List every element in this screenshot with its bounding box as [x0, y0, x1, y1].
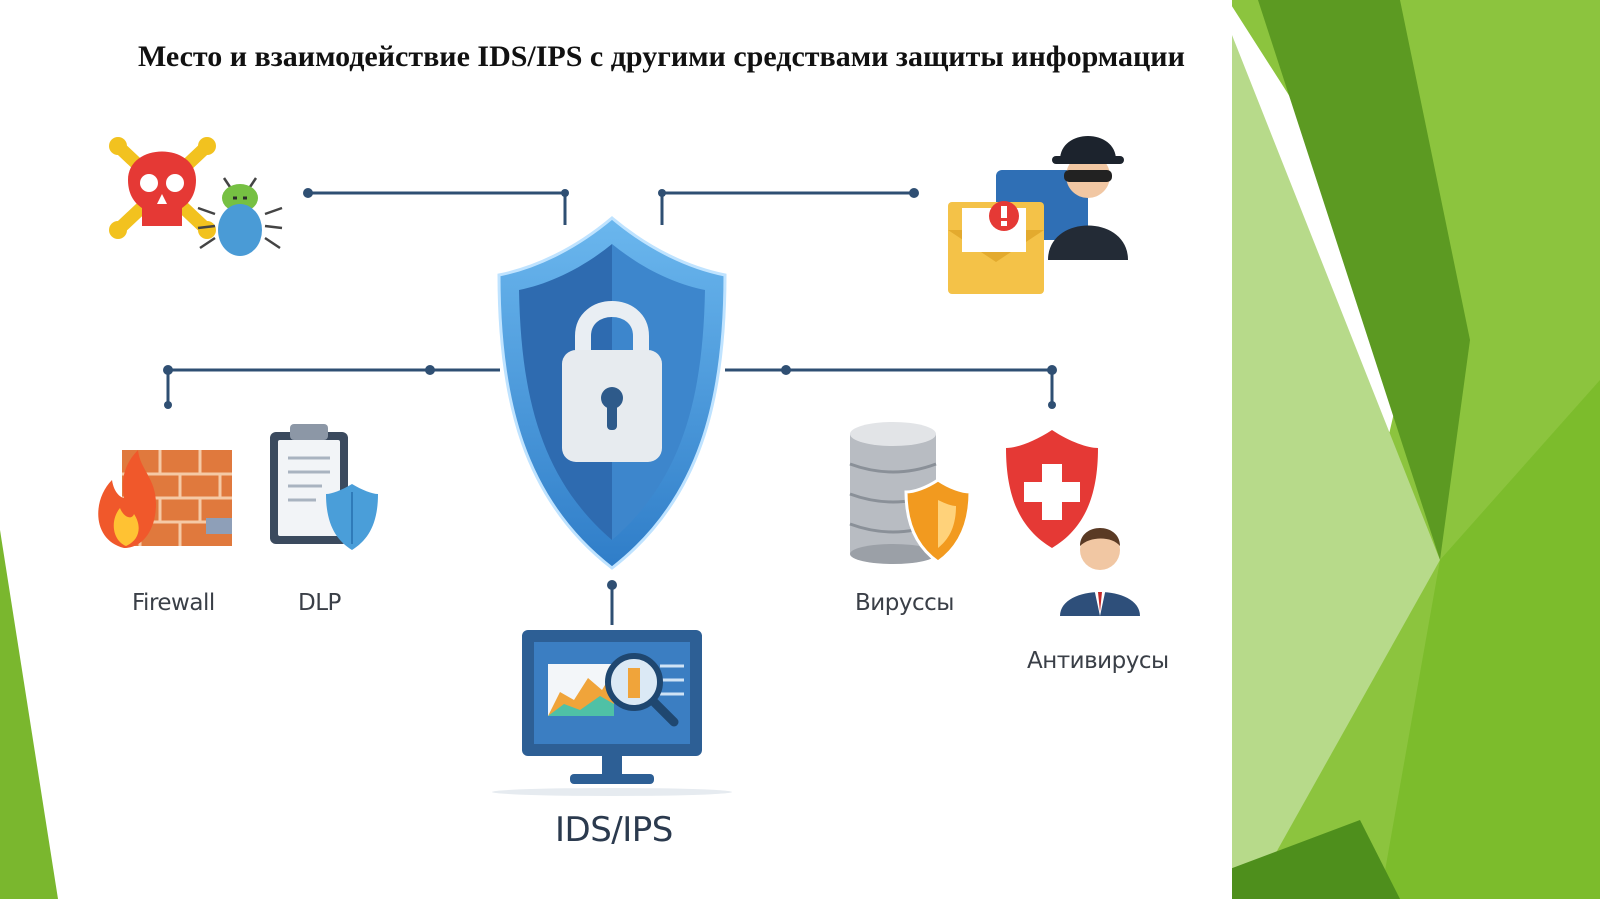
- bg-shape-right-dark: [1258, 0, 1470, 560]
- node-label-antivirus: Антивирусы: [1027, 648, 1169, 674]
- monitor-magnifier-icon: [492, 630, 732, 796]
- bg-shape-right-pale: [1228, 30, 1440, 899]
- firewall-icon: [98, 450, 232, 548]
- connector-right: [725, 368, 1054, 405]
- node-label-dlp: DLP: [298, 590, 341, 616]
- node-label-idsips: IDS/IPS: [555, 810, 673, 850]
- dlp-clipboard-icon: [270, 424, 378, 550]
- database-shield-icon: [849, 422, 972, 564]
- node-label-viruses: Вирусcы: [855, 590, 954, 616]
- slide-title: Место и взаимодействие IDS/IPS с другими…: [138, 40, 1185, 73]
- antivirus-shield-icon: [1006, 430, 1140, 616]
- skull-bug-icon: [109, 137, 283, 256]
- connector-left: [166, 368, 500, 405]
- bg-shape-left: [0, 530, 58, 899]
- bg-shape-right-bright: [1380, 380, 1600, 899]
- connector-intruder: [660, 191, 914, 225]
- node-label-firewall: Firewall: [132, 590, 215, 616]
- shield-lock-icon: [497, 216, 727, 570]
- hacker-mail-icon: [948, 136, 1128, 294]
- connector-threats: [308, 191, 567, 225]
- connector-dots: [163, 188, 1057, 590]
